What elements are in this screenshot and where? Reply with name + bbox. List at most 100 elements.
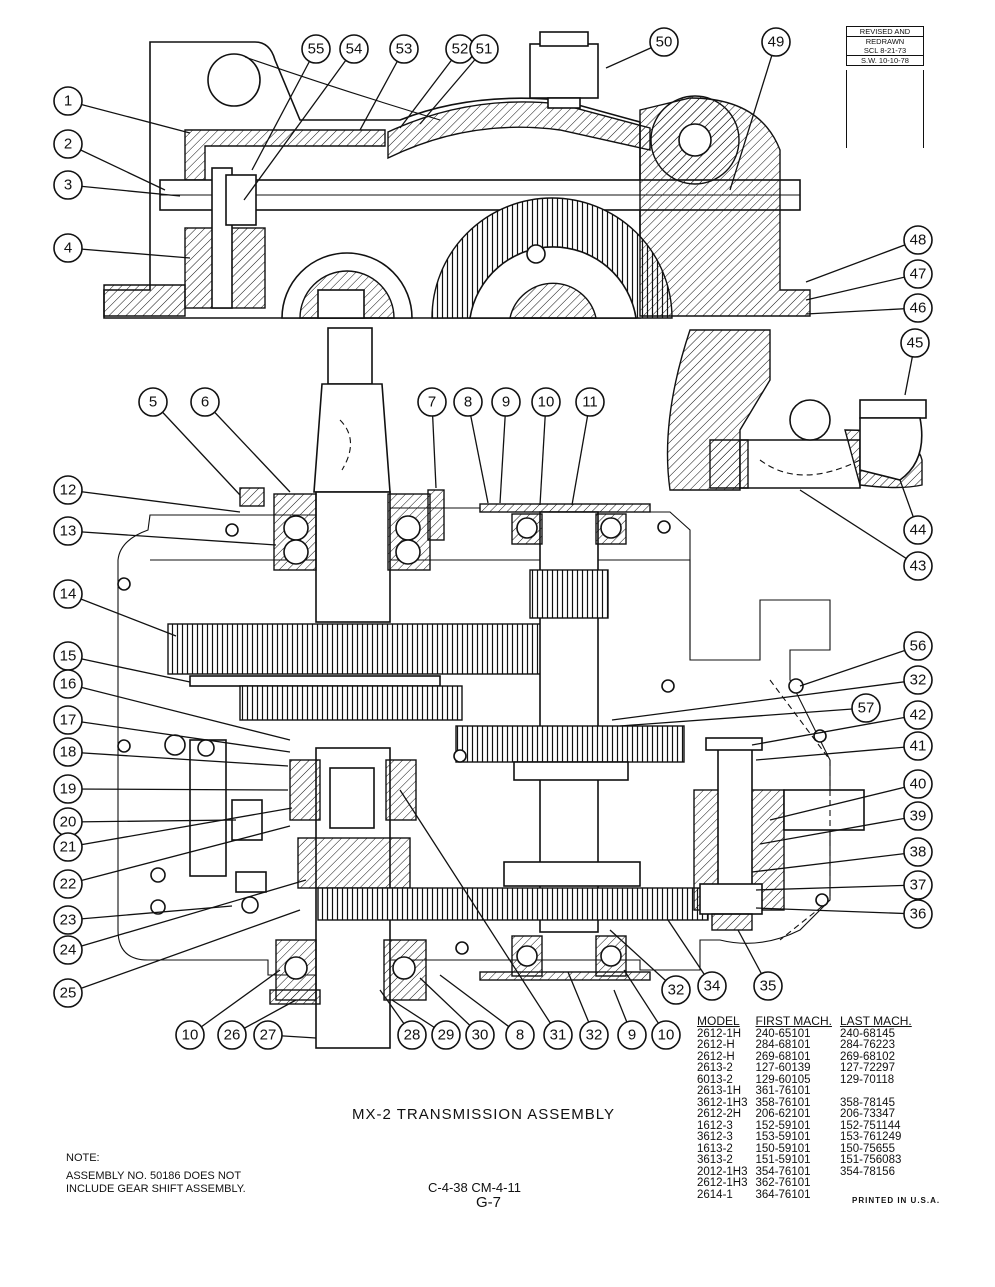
callout-34: 34 — [697, 971, 727, 1001]
callout-leader-line — [751, 851, 919, 873]
table-cell: 127-72297 — [839, 1062, 895, 1074]
callout-circle — [697, 971, 727, 1001]
callout-leader-line — [467, 401, 489, 504]
callout-leaders — [67, 41, 919, 1039]
callout-number: 24 — [60, 942, 77, 959]
sheet-number: G-7 — [476, 1194, 502, 1211]
callout-43: 43 — [903, 551, 933, 581]
callout-number: 38 — [910, 844, 927, 861]
callout-leader-line — [67, 530, 277, 546]
callout-1: 1 — [53, 86, 83, 116]
callout-48: 48 — [903, 225, 933, 255]
callout-leader-line — [189, 969, 281, 1036]
callout-circle — [53, 669, 83, 699]
callout-leader-line — [805, 239, 919, 283]
callout-leader-line — [67, 184, 181, 197]
table-cell: 1613-2 — [697, 1142, 733, 1155]
revision-line-2: REDRAWN — [865, 37, 905, 46]
callout-10: 10 — [651, 1020, 681, 1050]
callout-5: 5 — [138, 387, 168, 417]
callout-leader-line — [609, 929, 677, 991]
callout-number: 55 — [308, 41, 325, 58]
table-cell: 6013-2 — [697, 1073, 733, 1086]
callout-circle — [505, 1020, 535, 1050]
page-title: MX-2 TRANSMISSION ASSEMBLY — [352, 1106, 616, 1123]
callout-circle — [53, 905, 83, 935]
callout-number: 32 — [668, 982, 685, 999]
callout-35: 35 — [753, 971, 783, 1001]
callout-leader-line — [67, 909, 301, 994]
callout-number: 57 — [858, 700, 875, 717]
main-shaft — [239, 327, 445, 623]
large-gear-14 — [167, 623, 544, 675]
callout-circle — [465, 1020, 495, 1050]
callout-number: 47 — [910, 266, 927, 283]
callout-42: 42 — [903, 700, 933, 730]
callout-number: 22 — [60, 876, 77, 893]
table-cell: 129-60105 — [755, 1073, 811, 1086]
revision-block: REVISED AND REDRAWN SCL 8-21-73 S.W. 10-… — [846, 26, 924, 66]
table-cell: 2612-2H — [697, 1108, 742, 1120]
callout-circle — [53, 233, 83, 263]
callout-leader-line — [419, 48, 485, 125]
callout-number: 51 — [476, 41, 493, 58]
callout-7: 7 — [417, 387, 447, 417]
callout-leader-line — [67, 905, 233, 921]
callout-leader-line — [67, 100, 191, 134]
gear-16 — [189, 675, 463, 721]
right-shaft-assembly — [693, 678, 865, 941]
callout-leader-line — [67, 751, 289, 767]
table-cell — [840, 1190, 920, 1202]
callout-47: 47 — [903, 259, 933, 289]
callout-number: 26 — [224, 1027, 241, 1044]
transmission-housing — [117, 329, 927, 976]
callout-leader-line — [539, 401, 547, 506]
callout-circle — [903, 225, 933, 255]
callout-circle — [903, 899, 933, 929]
callout-number: 23 — [60, 912, 77, 929]
callout-circle — [397, 1020, 427, 1050]
callout-number: 5 — [149, 394, 157, 411]
callout-circle — [903, 731, 933, 761]
callout-leader-line — [67, 825, 291, 885]
callout-13: 13 — [53, 516, 83, 546]
callout-number: 31 — [550, 1027, 567, 1044]
table-cell: 361-76101 — [755, 1085, 811, 1097]
callout-number: 32 — [586, 1027, 603, 1044]
callout-leader-line — [67, 807, 293, 848]
model-table-header-cell: MODEL — [697, 1014, 740, 1028]
callout-10: 10 — [531, 387, 561, 417]
callout-circle — [53, 935, 83, 965]
callout-number: 10 — [658, 1027, 675, 1044]
callout-number: 48 — [910, 232, 927, 249]
callout-number: 11 — [582, 394, 598, 411]
callout-56: 56 — [903, 631, 933, 661]
callout-36: 36 — [903, 899, 933, 929]
callout-number: 3 — [64, 177, 72, 194]
callout-38: 38 — [903, 837, 933, 867]
callout-number: 9 — [628, 1027, 636, 1044]
callout-leader-line — [67, 879, 307, 951]
callout-circle — [217, 1020, 247, 1050]
callout-number: 14 — [60, 586, 77, 603]
table-cell: 1612-3 — [697, 1119, 733, 1132]
table-cell: 364-76101 — [755, 1188, 811, 1201]
revision-line-1: REVISED AND — [847, 27, 923, 37]
callout-number: 34 — [704, 978, 721, 995]
callout-19: 19 — [53, 774, 83, 804]
table-cell — [840, 1086, 920, 1098]
callout-number: 6 — [201, 394, 209, 411]
callout-leader-line — [799, 645, 919, 687]
callout-number: 56 — [910, 638, 927, 655]
callout-number: 41 — [910, 738, 927, 755]
callout-leader-line — [67, 489, 241, 513]
callout-leader-line — [67, 683, 291, 741]
